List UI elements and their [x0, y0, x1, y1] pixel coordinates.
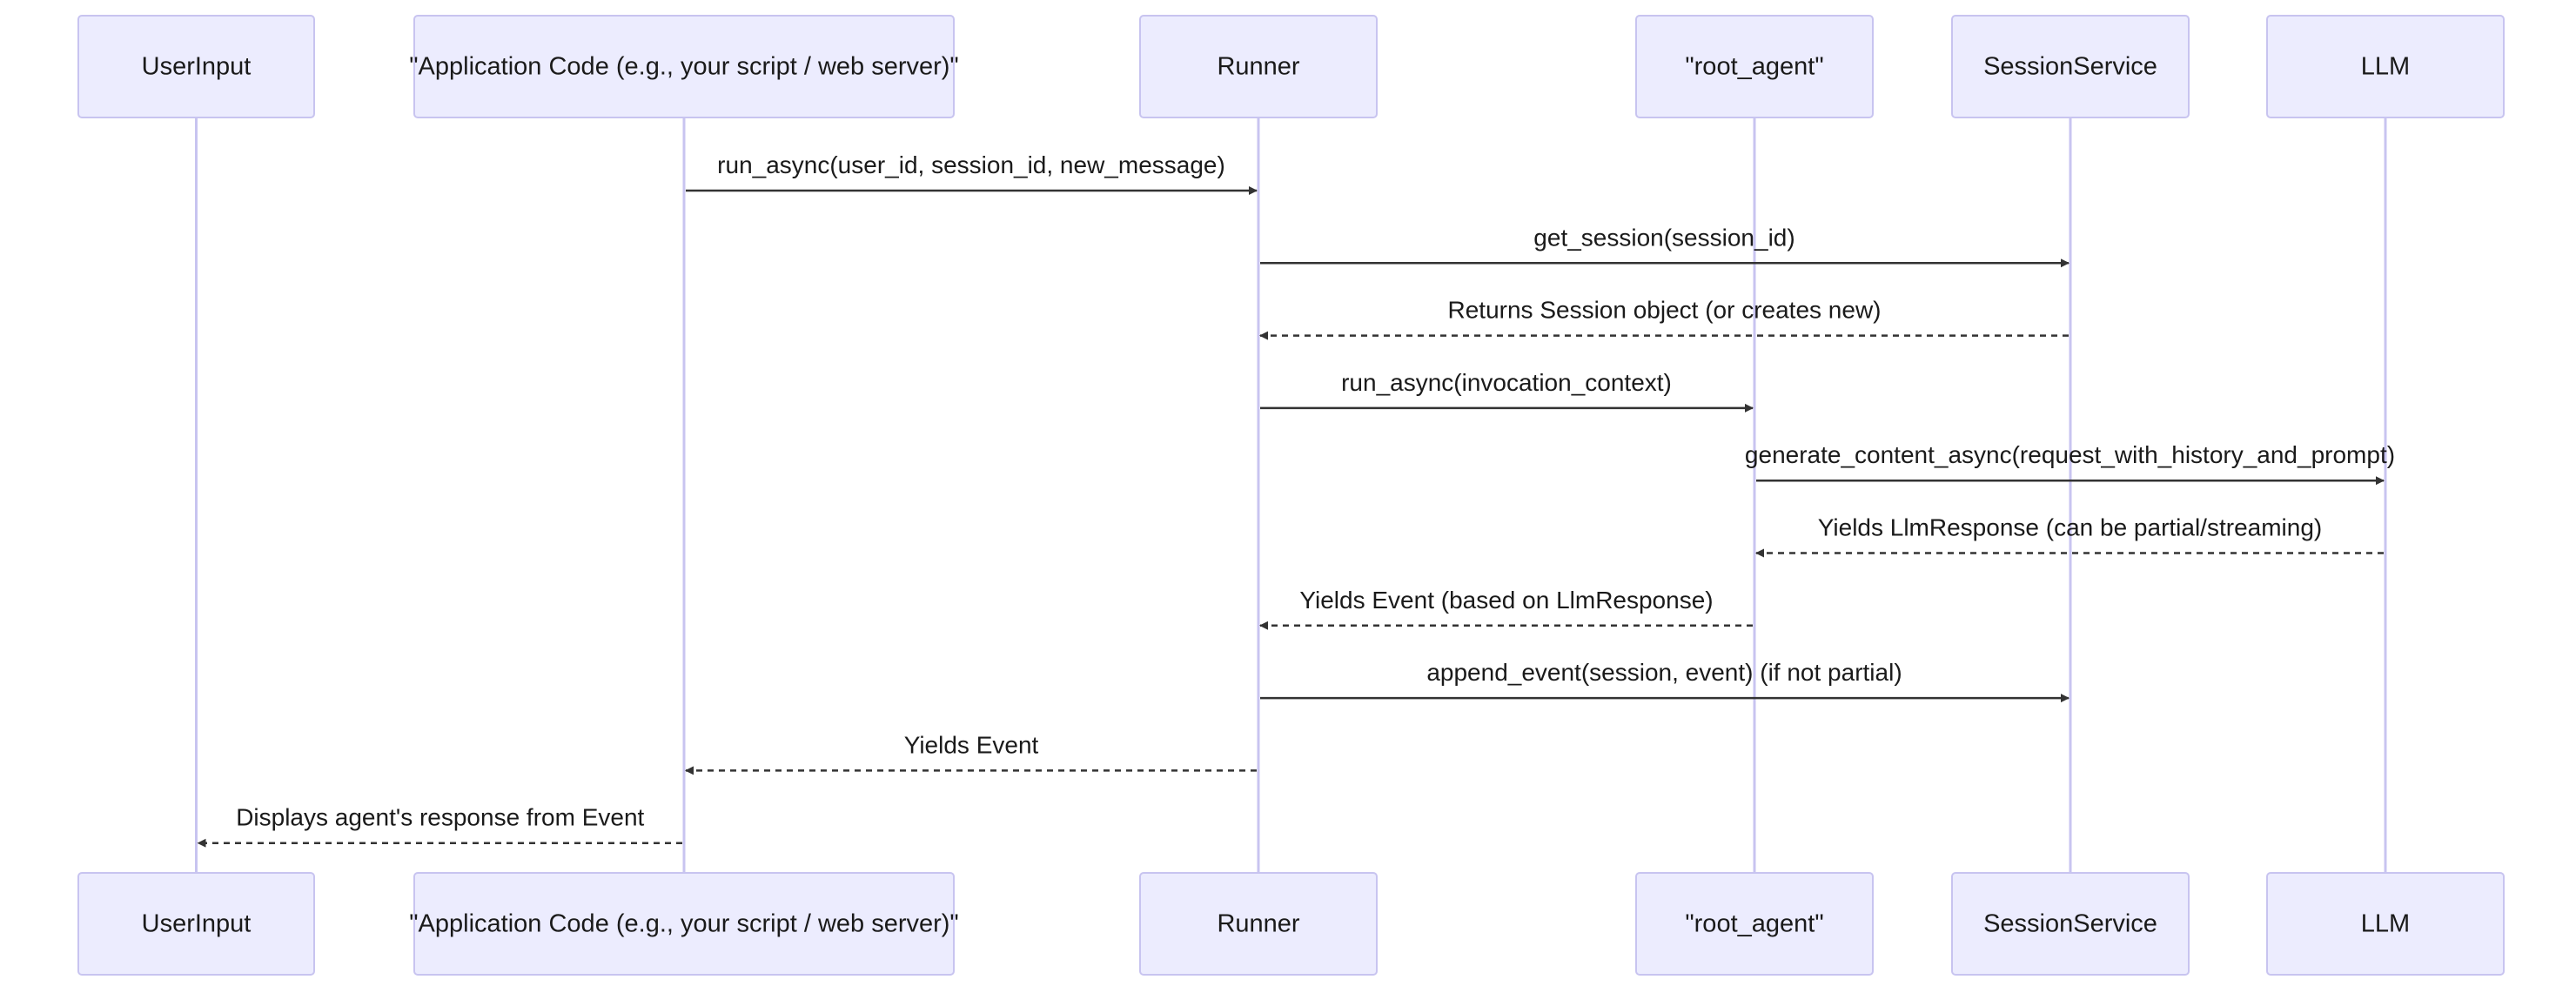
- actor-runner-top: Runner: [1139, 15, 1378, 118]
- message-label: run_async(invocation_context): [1341, 369, 1672, 396]
- actor-label: Runner: [1217, 53, 1299, 81]
- message-5: generate_content_async(request_with_hist…: [1745, 441, 2395, 486]
- message-6: Yields LlmResponse (can be partial/strea…: [1755, 514, 2384, 558]
- message-3: Returns Session object (or creates new): [1259, 297, 2069, 340]
- message-label: Displays agent's response from Event: [236, 804, 644, 831]
- message-label: Yields Event: [904, 731, 1039, 758]
- actor-agent-top: "root_agent": [1635, 15, 1874, 118]
- actor-label: "root_agent": [1685, 910, 1823, 938]
- actor-box: [77, 15, 315, 118]
- actor-session-top: SessionService: [1951, 15, 2190, 118]
- actor-label: LLM: [2361, 53, 2410, 81]
- messages: run_async(user_id, session_id, new_messa…: [197, 151, 2395, 848]
- message-label: run_async(user_id, session_id, new_messa…: [717, 151, 1225, 178]
- actor-label: "Application Code (e.g., your script / w…: [409, 910, 958, 938]
- actor-box: [413, 15, 955, 118]
- message-label: generate_content_async(request_with_hist…: [1745, 441, 2395, 468]
- message-label: Returns Session object (or creates new): [1448, 297, 1882, 324]
- message-label: get_session(session_id): [1533, 224, 1794, 251]
- message-4: run_async(invocation_context): [1260, 369, 1754, 413]
- message-1: run_async(user_id, session_id, new_messa…: [686, 151, 1258, 195]
- message-label: Yields LlmResponse (can be partial/strea…: [1818, 514, 2322, 541]
- message-9: Yields Event: [685, 731, 1257, 775]
- actor-llm-top: LLM: [2266, 15, 2505, 118]
- message-label: append_event(session, event) (if not par…: [1426, 659, 1902, 686]
- actor-box: [1635, 15, 1874, 118]
- actor-box: [2266, 15, 2505, 118]
- message-2: get_session(session_id): [1260, 224, 2070, 268]
- actor-user-bottom: UserInput: [77, 872, 315, 976]
- actor-label: SessionService: [1983, 910, 2157, 938]
- message-7: Yields Event (based on LlmResponse): [1259, 587, 1753, 630]
- message-label: Yields Event (based on LlmResponse): [1299, 587, 1713, 614]
- lifelines: [195, 117, 2387, 873]
- actor-box: [1139, 872, 1378, 976]
- actor-label: "Application Code (e.g., your script / w…: [409, 53, 958, 81]
- actor-user-top: UserInput: [77, 15, 315, 118]
- actor-box: [1635, 872, 1874, 976]
- actors-bottom: UserInput "Application Code (e.g., your s…: [77, 872, 2505, 976]
- actor-session-bottom: SessionService: [1951, 872, 2190, 976]
- actor-app-bottom: "Application Code (e.g., your script / w…: [409, 872, 959, 976]
- message-8: append_event(session, event) (if not par…: [1260, 659, 2070, 703]
- actor-agent-bottom: "root_agent": [1635, 872, 1874, 976]
- actor-label: Runner: [1217, 910, 1299, 938]
- actor-label: LLM: [2361, 910, 2410, 938]
- actor-box: [1951, 15, 2190, 118]
- actor-label: "root_agent": [1685, 53, 1823, 81]
- actor-llm-bottom: LLM: [2266, 872, 2505, 976]
- actor-label: SessionService: [1983, 53, 2157, 81]
- actor-box: [2266, 872, 2505, 976]
- actor-box: [1139, 15, 1378, 118]
- actors-top: UserInput "Application Code (e.g., your s…: [77, 15, 2505, 118]
- actor-label: UserInput: [142, 910, 252, 938]
- actor-app-top: "Application Code (e.g., your script / w…: [409, 15, 959, 118]
- actor-label: UserInput: [142, 53, 252, 81]
- actor-box: [1951, 872, 2190, 976]
- actor-box: [413, 872, 955, 976]
- actor-box: [77, 872, 315, 976]
- message-10: Displays agent's response from Event: [197, 804, 682, 848]
- actor-runner-bottom: Runner: [1139, 872, 1378, 976]
